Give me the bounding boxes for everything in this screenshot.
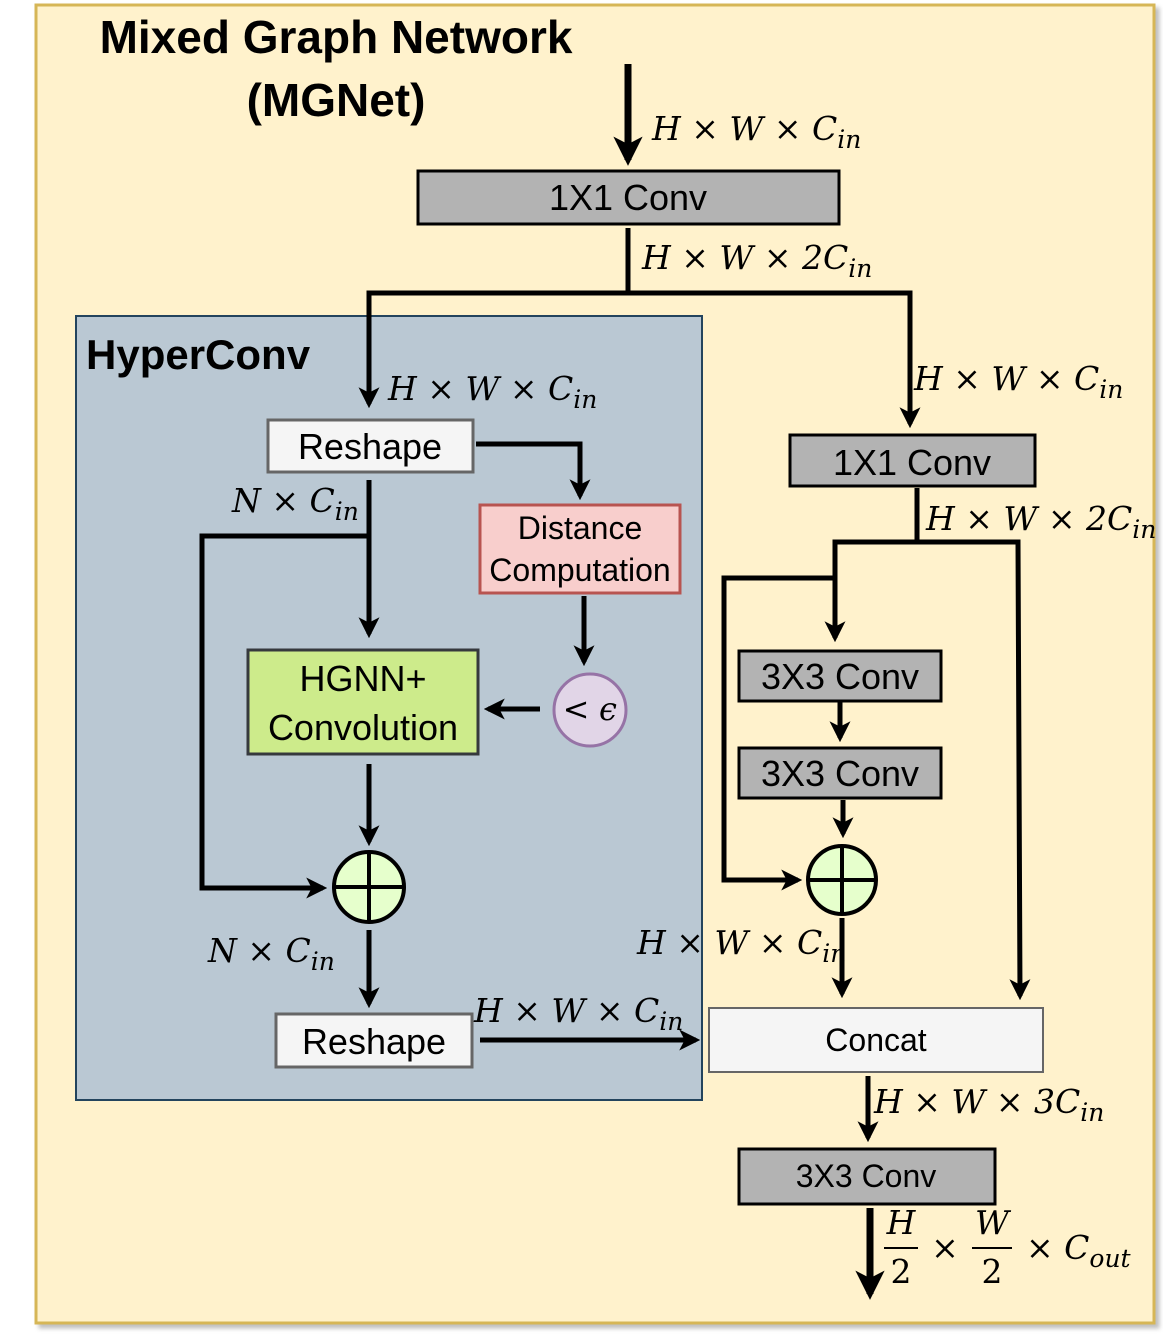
dim-reshape-out: N × Cin — [231, 481, 359, 526]
edge-split-left — [358, 290, 630, 409]
dim-after-conv-top: H × W × 2Cin — [641, 238, 872, 283]
dim-right-in: H × W × Cin — [913, 359, 1123, 404]
threshold-op: < — [563, 690, 590, 728]
dim-after-conv-right: H × W × 2Cin — [925, 499, 1156, 544]
conv3-out-box — [737, 1147, 997, 1206]
edge-split-right — [628, 290, 921, 429]
edge-right-long — [915, 539, 1031, 1001]
concat-box — [708, 1007, 1044, 1073]
conv-top-box — [416, 169, 841, 226]
dim-output-h-den: 2 — [891, 1252, 912, 1291]
edge-reshape-distance — [476, 441, 591, 501]
distance-label-line2: Computation — [489, 552, 670, 588]
hyperconv-title: HyperConv — [86, 331, 311, 378]
dim-output-w-den: 2 — [982, 1252, 1003, 1291]
conv3-b-label: 3X3 Conv — [761, 753, 919, 794]
threshold-node — [552, 672, 628, 748]
dim-output: H 2 × W 2 × Cout — [884, 1203, 1132, 1291]
right-add-node — [806, 844, 878, 916]
hgnn-label-line1: HGNN+ — [299, 658, 426, 699]
conv3-a-label: 3X3 Conv — [761, 656, 919, 697]
reshape-top-label: Reshape — [298, 426, 442, 467]
hgnn-box — [246, 648, 480, 756]
threshold-symbol: ϵ — [599, 690, 617, 728]
reshape-top-box — [266, 418, 475, 474]
conv3-b-box — [737, 746, 943, 800]
diagram-title-line2: (MGNet) — [247, 74, 426, 126]
concat-label: Concat — [825, 1022, 927, 1058]
reshape-bottom-label: Reshape — [302, 1021, 446, 1062]
conv3-a-box — [737, 649, 943, 703]
distance-label-line1: Distance — [518, 510, 643, 546]
hgnn-label-line2: Convolution — [268, 707, 458, 748]
edge-hyper-skip — [199, 533, 369, 899]
dim-add-out: N × Cin — [207, 931, 335, 976]
reshape-bottom-box — [274, 1012, 474, 1069]
hyper-add-node — [332, 850, 406, 924]
dim-input: H × W × Cin — [651, 109, 861, 154]
dim-hyper-in: H × W × Cin — [387, 369, 597, 414]
conv-top-label: 1X1 Conv — [549, 177, 707, 218]
dim-output-w-num: W — [975, 1203, 1012, 1242]
edge-right-split-left — [824, 539, 919, 643]
dim-output-tail: × Cout — [1026, 1228, 1132, 1273]
conv-right-label: 1X1 Conv — [833, 442, 991, 483]
dim-output-times: × — [931, 1228, 959, 1267]
dim-reshape-bottom-out: H × W × Cin — [473, 991, 683, 1036]
conv-right-box — [788, 433, 1037, 488]
edges — [199, 64, 1031, 1300]
edge-right-skip — [721, 575, 835, 891]
diagram-title-line1: Mixed Graph Network — [100, 11, 573, 63]
dim-right-add-out: H × W × Cin — [636, 923, 846, 968]
conv3-out-label: 3X3 Conv — [796, 1158, 937, 1194]
dim-concat-out: H × W × 3Cin — [873, 1082, 1104, 1127]
dim-output-h-num: H — [886, 1203, 917, 1242]
distance-box — [478, 503, 682, 595]
